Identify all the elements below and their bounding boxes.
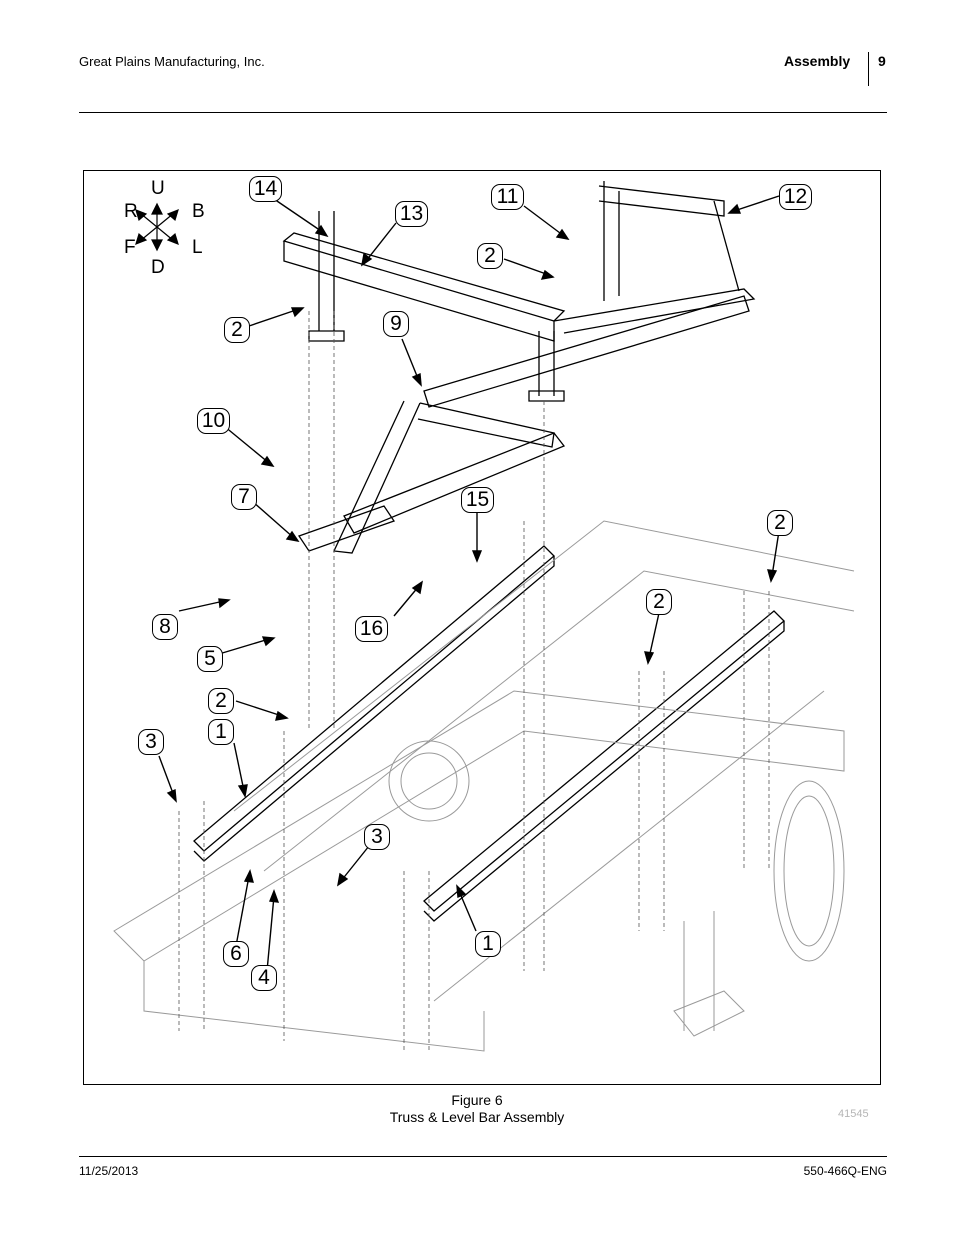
callout-2-right: 2 — [767, 510, 793, 536]
callout-2-lower-left: 2 — [208, 688, 234, 714]
compass-front: F — [124, 237, 136, 258]
footer-date: 11/25/2013 — [79, 1164, 139, 1178]
callout-16: 16 — [355, 616, 388, 642]
callout-6: 6 — [223, 941, 249, 967]
company-name: Great Plains Manufacturing, Inc. — [79, 54, 265, 69]
compass-down: D — [151, 257, 165, 278]
callout-11: 11 — [491, 184, 524, 210]
compass-left: L — [192, 237, 203, 258]
leader-arrows — [158, 195, 780, 972]
truss-frame — [282, 181, 756, 554]
callout-2-mid-right: 2 — [646, 589, 672, 615]
compass-up: U — [151, 178, 165, 199]
callout-5: 5 — [197, 646, 223, 672]
callout-14: 14 — [249, 176, 282, 202]
callout-1-right: 1 — [475, 931, 501, 957]
page-number: 9 — [878, 53, 886, 69]
callout-7: 7 — [231, 484, 257, 510]
callout-12: 12 — [779, 184, 812, 210]
callout-1-left: 1 — [208, 719, 234, 745]
assembly-figure: U D R B F L 14 13 11 12 2 2 9 10 7 15 2 … — [83, 170, 881, 1085]
callout-3-center: 3 — [364, 824, 390, 850]
assembly-drawing — [113, 181, 855, 1052]
callout-3-left: 3 — [138, 729, 164, 755]
compass-right: R — [124, 201, 138, 222]
callout-10: 10 — [197, 408, 230, 434]
callout-4: 4 — [251, 965, 277, 991]
callout-15: 15 — [461, 487, 494, 513]
implement-frame — [113, 520, 855, 1052]
header-rule — [79, 112, 887, 113]
figure-id: 41545 — [838, 1108, 869, 1120]
callout-13: 13 — [395, 201, 428, 227]
figure-number: Figure 6 — [451, 1092, 503, 1108]
header-separator — [868, 52, 869, 86]
figure-title: Truss & Level Bar Assembly — [389, 1109, 565, 1125]
bolt-lines — [178, 311, 770, 1051]
level-bars — [193, 545, 785, 922]
callout-2-upper-left: 2 — [224, 317, 250, 343]
section-title: Assembly — [784, 53, 851, 69]
footer-rule — [79, 1156, 887, 1157]
callout-9: 9 — [383, 311, 409, 337]
footer-doc-number: 550-466Q-ENG — [803, 1164, 887, 1178]
callout-8: 8 — [152, 614, 178, 640]
callout-2-upper-right: 2 — [477, 243, 503, 269]
compass-rose — [135, 202, 179, 252]
compass-back: B — [192, 201, 205, 222]
